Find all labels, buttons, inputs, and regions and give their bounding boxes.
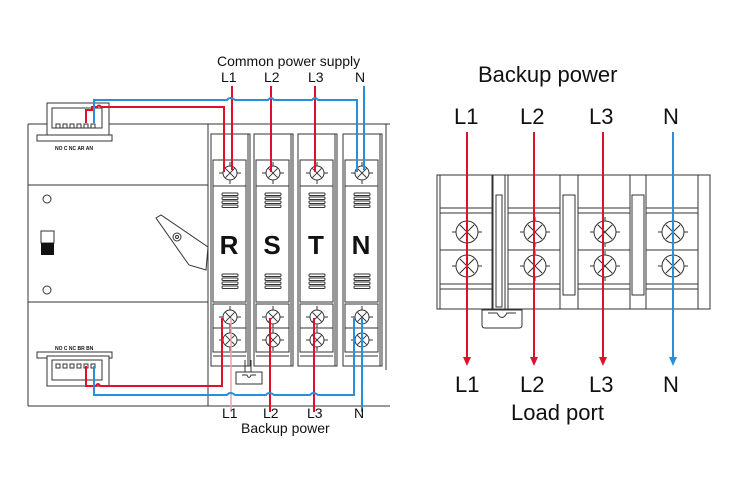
pole-t: T (297, 133, 338, 367)
bottom-terminal-l2-label: L2 (263, 405, 279, 421)
wire-aux-top-ar (85, 104, 225, 172)
left-wires (85, 86, 365, 412)
wire-aux-top-an (93, 97, 358, 172)
top-terminal-n-label: N (355, 69, 365, 85)
aux-bottom-label: NO C NC BR BN (55, 346, 94, 352)
switch-housing (27, 123, 390, 407)
aux-top-label: NO C NC AR AN (55, 146, 93, 152)
right-terminal-diagram: Backup power L1 L2 L3 N L1 L2 L3 N Load … (436, 62, 711, 425)
aux-terminal-bottom: NO C NC BR BN (36, 346, 113, 387)
indicator-light-bottom (42, 285, 52, 295)
bottom-screw-icon (219, 306, 241, 328)
mounting-clip-left (235, 360, 263, 385)
pole-r: R (210, 133, 251, 367)
right-top-l1-label: L1 (454, 104, 478, 129)
rotary-handle (155, 214, 209, 271)
top-terminal-l2-label: L2 (264, 69, 280, 85)
pole-label: T (308, 230, 324, 260)
backup-power-title-left: Backup power (241, 420, 330, 436)
block-column-3 (577, 174, 631, 310)
arrow-n-icon (669, 357, 677, 366)
indicator-light-top (42, 194, 52, 204)
top-screw-icon (262, 162, 284, 184)
pole-label: S (263, 230, 280, 260)
right-bottom-n-label: N (663, 372, 679, 397)
wire-aux-bottom-bn (93, 318, 355, 396)
bottom-screw-icon (306, 306, 328, 328)
bottom-terminal-l1-label: L1 (222, 405, 238, 421)
common-power-supply-title: Common power supply (217, 53, 360, 69)
right-top-l2-label: L2 (520, 104, 544, 129)
bottom-terminal-l3-label: L3 (307, 405, 323, 421)
right-bottom-l1-label: L1 (455, 372, 479, 397)
arrow-l3-icon (599, 357, 607, 366)
mounting-clip-right (481, 309, 523, 329)
upper-screw-icon (590, 217, 620, 247)
right-wires (463, 132, 677, 366)
left-switch-diagram: Common power supply L1 L2 L3 N (27, 53, 390, 436)
aux-terminal-top: NO C NC AR AN (36, 102, 113, 152)
separator-3 (631, 194, 645, 296)
top-screw-icon (306, 162, 328, 184)
pole-s: S (253, 133, 294, 367)
top-screw-icon (219, 162, 241, 184)
aux-terminal-top-pins (55, 123, 96, 129)
mode-selector-switch (40, 230, 55, 255)
arrow-l1-icon (463, 357, 471, 366)
top-terminal-l3-label: L3 (308, 69, 324, 85)
top-terminal-l1-label: L1 (221, 69, 237, 85)
arrow-l2-icon (530, 357, 538, 366)
lower-screw-icon (590, 251, 620, 281)
wire-aux-bottom-br (85, 318, 223, 387)
load-port-title: Load port (511, 400, 604, 425)
right-top-n-label: N (663, 104, 679, 129)
right-top-l3-label: L3 (589, 104, 613, 129)
terminal-block (436, 174, 711, 310)
pole-label: N (352, 230, 371, 260)
bottom-terminal-n-label: N (354, 405, 364, 421)
backup-power-title-right: Backup power (478, 62, 617, 87)
separator-2 (562, 194, 576, 296)
right-bottom-l2-label: L2 (520, 372, 544, 397)
right-bottom-l3-label: L3 (589, 372, 613, 397)
pole-label: R (220, 230, 239, 260)
top-screw-icon (351, 162, 373, 184)
